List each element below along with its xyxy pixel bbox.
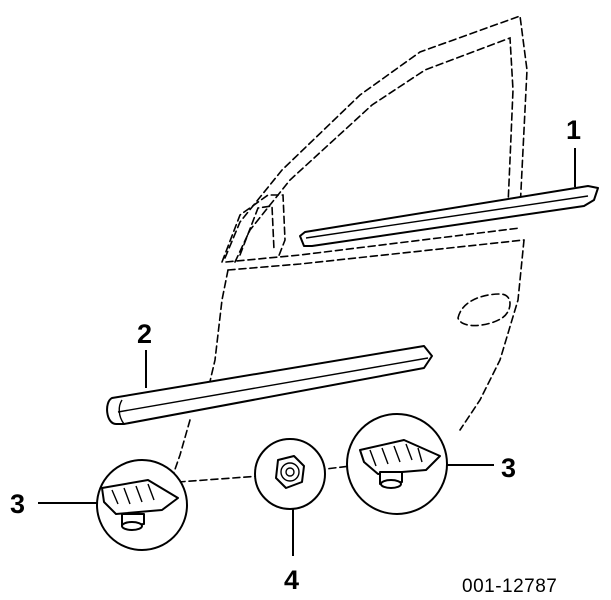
leader-lines bbox=[38, 148, 576, 556]
clip-detail-left bbox=[96, 459, 188, 551]
figure-reference: 001-12787 bbox=[462, 576, 557, 597]
callout-3-right: 3 bbox=[501, 453, 516, 483]
upper-molding bbox=[299, 185, 599, 247]
callout-4: 4 bbox=[284, 565, 299, 595]
callout-2: 2 bbox=[137, 319, 152, 349]
callout-1: 1 bbox=[566, 115, 581, 145]
door-outline bbox=[171, 14, 528, 483]
clip-detail-right bbox=[346, 413, 448, 515]
callout-3-left: 3 bbox=[10, 489, 25, 519]
nut-detail bbox=[254, 438, 326, 510]
lower-molding bbox=[106, 345, 433, 425]
